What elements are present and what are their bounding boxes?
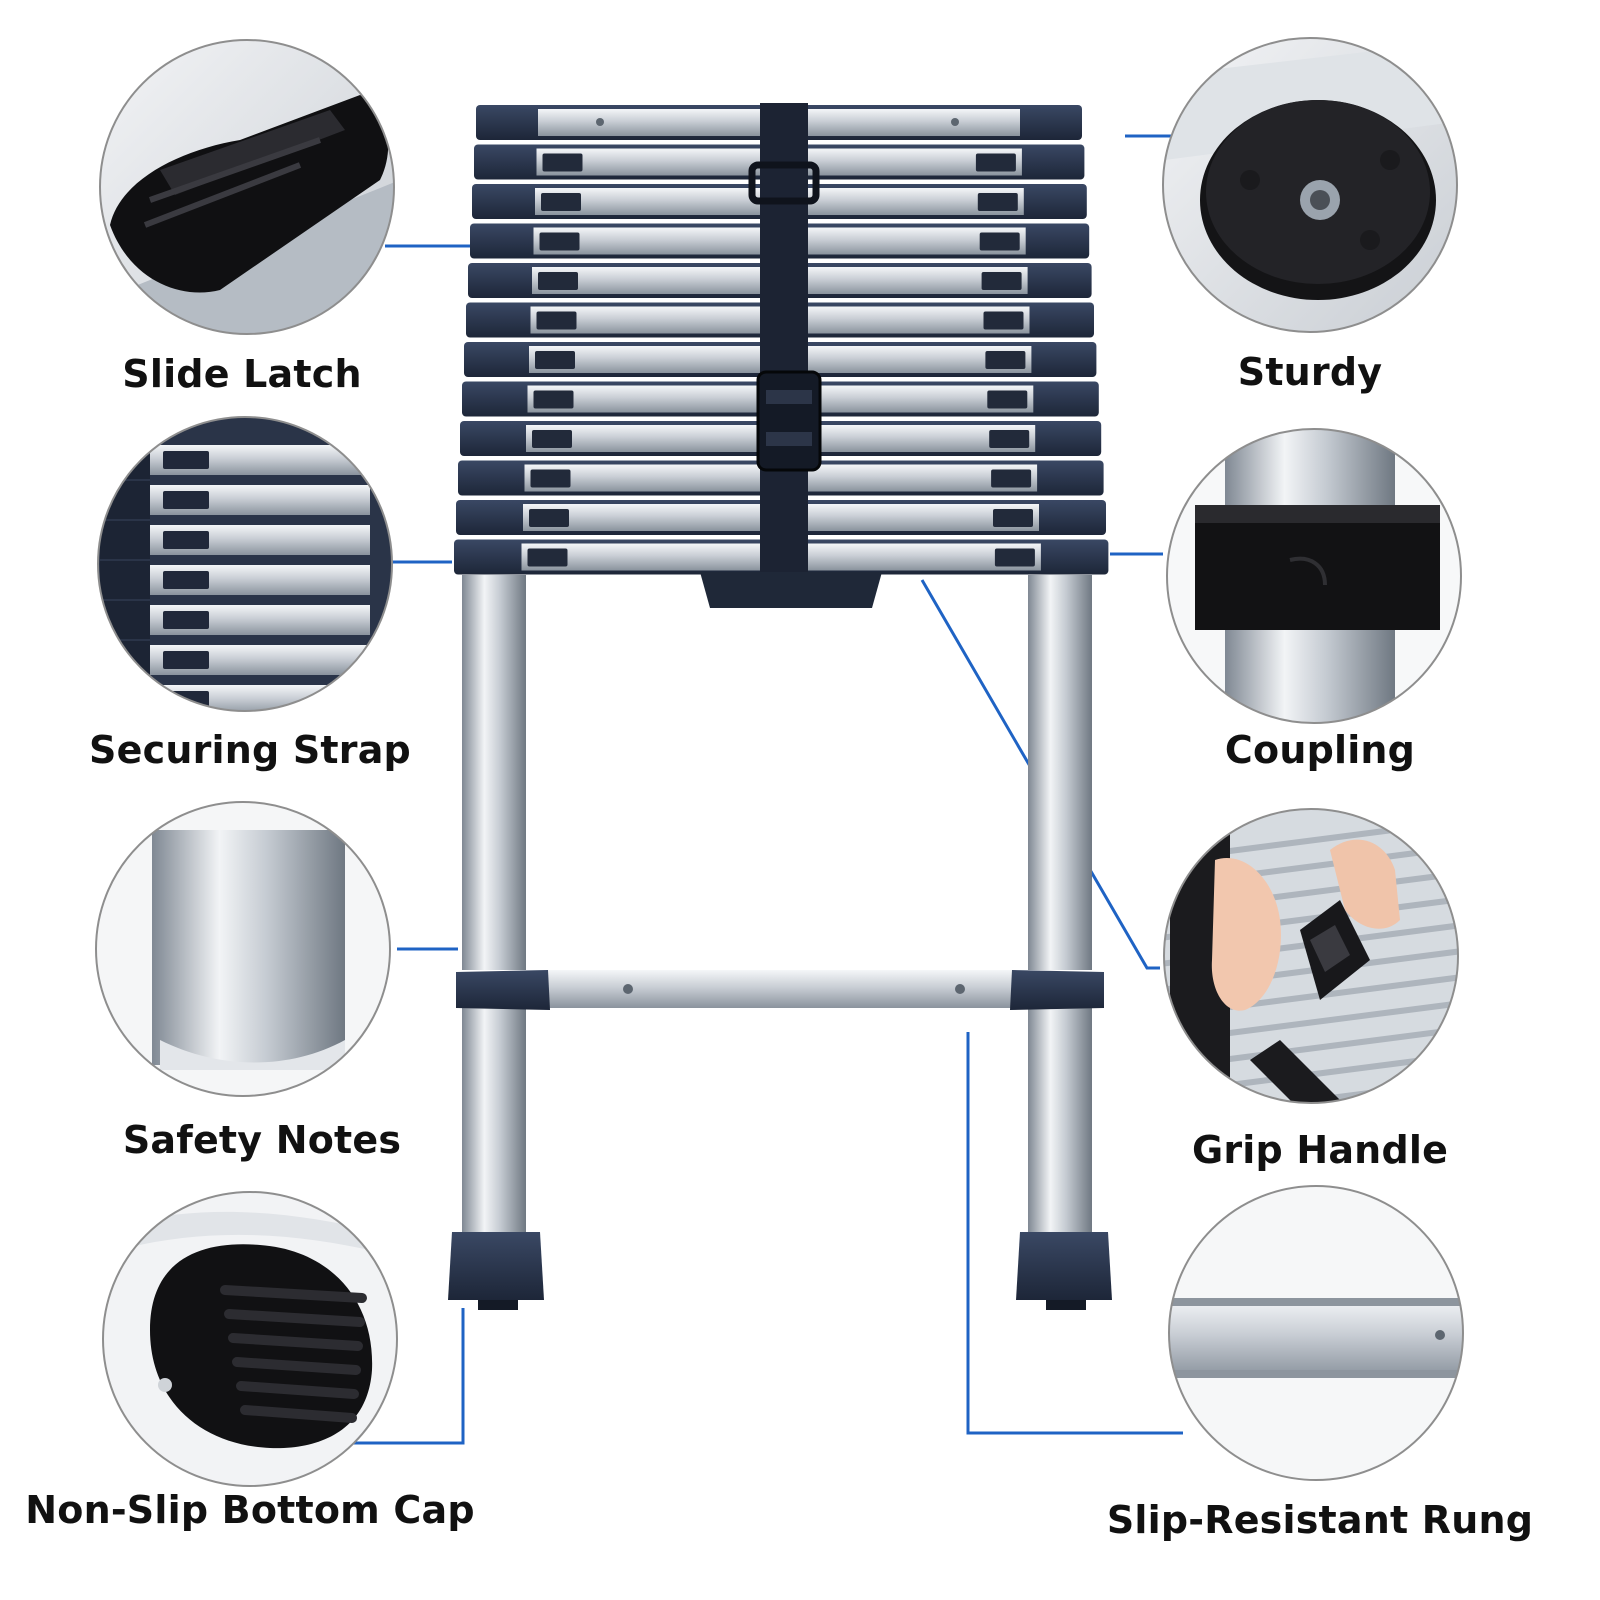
latch-button (539, 232, 580, 251)
telescopic-ladder (448, 103, 1112, 1310)
label-securing-strap: Securing Strap (89, 728, 411, 772)
safety-notes-icon (95, 801, 391, 1097)
latch-button (975, 153, 1016, 172)
latch-button (529, 509, 569, 527)
latch-button (993, 509, 1033, 527)
latch-button (989, 430, 1030, 448)
label-sturdy: Sturdy (1237, 350, 1383, 394)
latch-button (533, 390, 574, 409)
latch-button (979, 232, 1020, 251)
securing-strap-band (748, 103, 822, 573)
label-non-slip-bottom-cap: Non-Slip Bottom Cap (25, 1488, 475, 1532)
latch-button (530, 469, 571, 488)
securing-strap-icon (97, 416, 393, 712)
non-slip-bottom-cap-icon (102, 1191, 398, 1487)
label-safety-notes: Safety Notes (122, 1118, 402, 1162)
latch-button (541, 193, 581, 211)
latch-button (994, 548, 1035, 567)
latch-button (163, 651, 209, 669)
right-leg-upper (1028, 575, 1092, 970)
latch-button (163, 491, 209, 509)
left-leg-lower (462, 1005, 526, 1235)
latch-button (987, 390, 1028, 409)
connector-grip-handle (920, 579, 1160, 970)
slide-latch-icon (99, 39, 395, 335)
latch-button (163, 531, 209, 549)
latch-button (532, 430, 572, 448)
grip-handle-icon (1163, 808, 1459, 1104)
right-leg-lower (1028, 1005, 1092, 1235)
latch-button (536, 311, 577, 330)
latch-button (163, 611, 209, 629)
connector-slip-resistant-rung (966, 1032, 1183, 1435)
latch-button (977, 193, 1018, 211)
latch-button (542, 153, 583, 172)
latch-button (981, 272, 1022, 290)
latch-button (991, 469, 1032, 488)
right-foot-cap (1016, 1232, 1112, 1300)
connector-non-slip-bottom-cap (344, 1308, 465, 1445)
latch-button (538, 272, 578, 290)
latch-button (163, 571, 209, 589)
bottom-rung (456, 970, 1104, 1010)
sturdy-icon (1162, 37, 1458, 333)
latch-button (163, 451, 209, 469)
grip-handle-part (700, 572, 882, 608)
latch-button (985, 351, 1026, 369)
label-slide-latch: Slide Latch (122, 352, 362, 396)
left-foot-cap (448, 1232, 544, 1300)
latch-button (527, 548, 568, 567)
coupling-icon (1166, 428, 1462, 724)
latch-button (983, 311, 1024, 330)
label-coupling: Coupling (1224, 728, 1416, 772)
latch-button (163, 691, 209, 709)
label-slip-resistant-rung: Slip-Resistant Rung (1106, 1498, 1534, 1542)
label-grip-handle: Grip Handle (1191, 1128, 1449, 1172)
latch-button (535, 351, 575, 369)
left-leg-upper (462, 575, 526, 970)
connector-lines (344, 134, 1183, 1445)
slip-resistant-rung-icon (1168, 1185, 1464, 1481)
